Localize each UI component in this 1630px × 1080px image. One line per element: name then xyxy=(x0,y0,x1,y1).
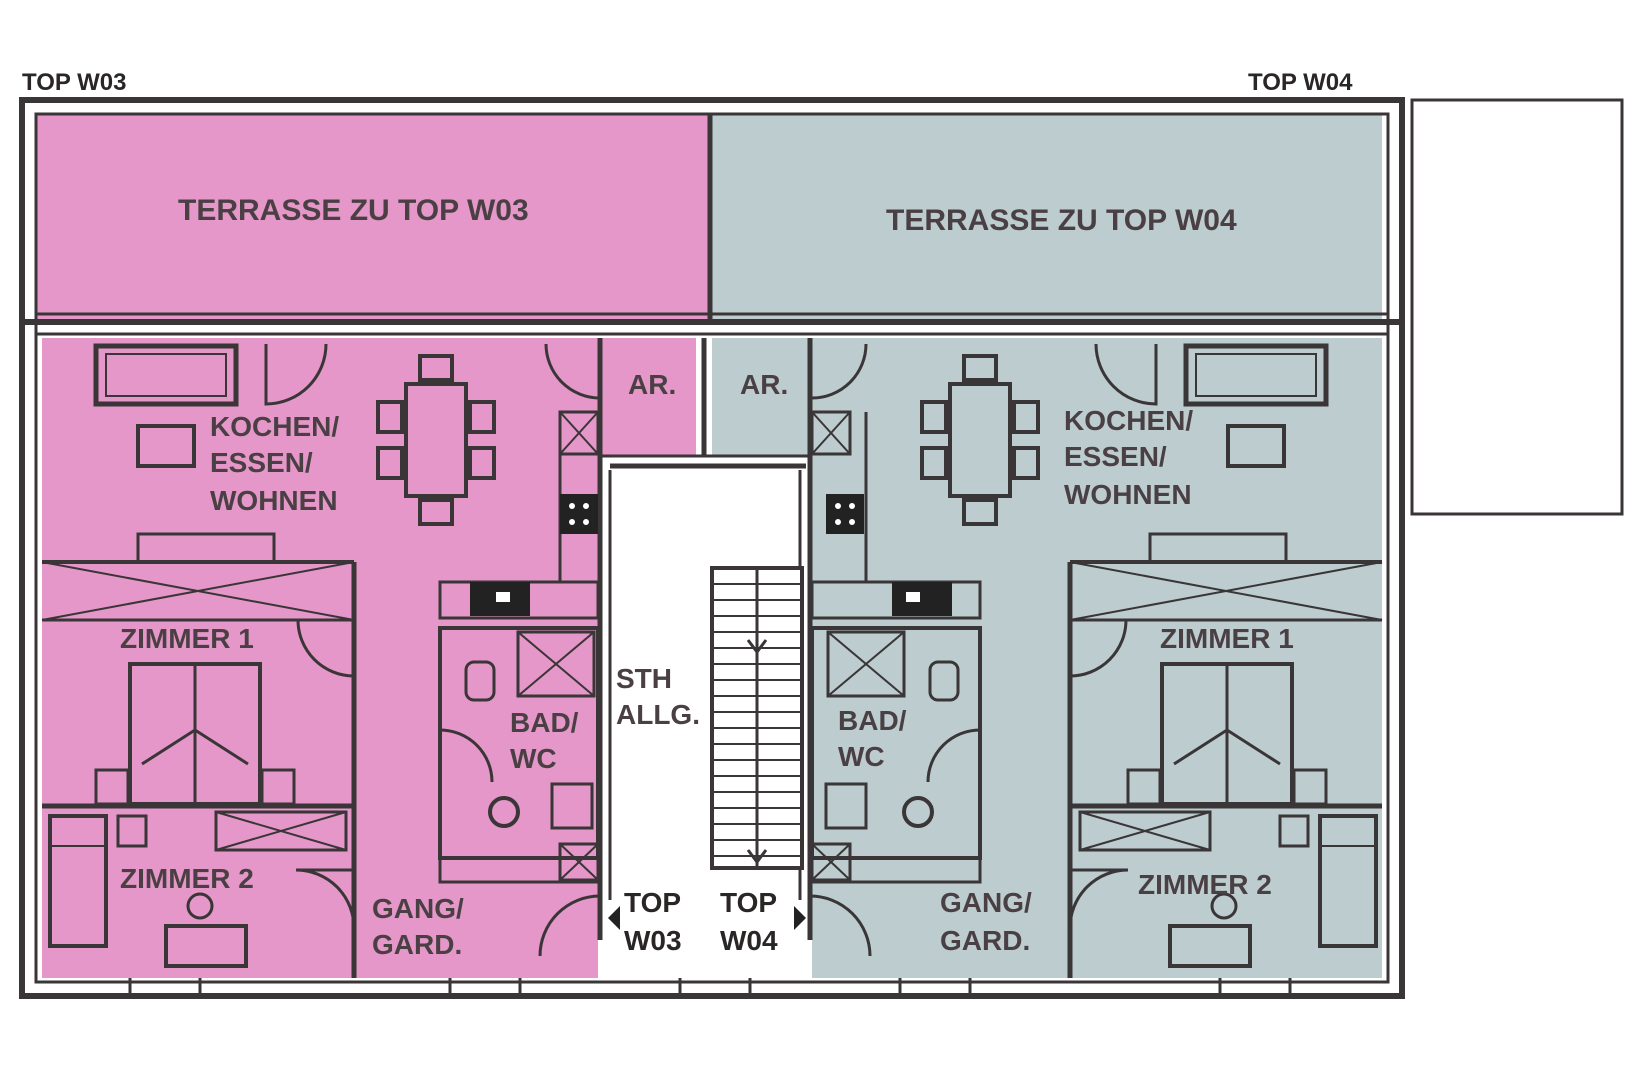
kitchen-label-w04-2: ESSEN/ xyxy=(1064,441,1167,472)
entry-arrow-icon xyxy=(794,906,806,930)
outer-wall xyxy=(19,97,1405,999)
bath-label-w04-1: BAD/ xyxy=(838,705,907,736)
side-table-w04 xyxy=(1226,424,1286,468)
storage-label-w03: AR. xyxy=(628,369,676,400)
stairwell-label-1: STH xyxy=(616,663,672,694)
unit-label-w04: TOP W04 xyxy=(1248,69,1353,96)
sink-icon xyxy=(470,582,530,616)
terrace-label-w04: TERRASSE ZU TOP W04 xyxy=(886,204,1237,237)
terrace-label-w03: TERRASSE ZU TOP W03 xyxy=(178,194,529,227)
adjacent-terrace-box xyxy=(1410,98,1624,516)
entry-label-w04-2: W04 xyxy=(720,925,778,956)
toilet-icon xyxy=(464,660,594,830)
dining-table-icon xyxy=(376,354,496,526)
hall-label-w04-1: GANG/ xyxy=(940,887,1032,918)
kitchen-label-w03-1: KOCHEN/ xyxy=(210,411,339,442)
shower-icon xyxy=(516,630,596,698)
kitchen-label-w04-3: WOHNEN xyxy=(1064,479,1192,510)
side-table-w03 xyxy=(136,424,196,468)
bath-label-w04-2: WC xyxy=(838,741,885,772)
window-marks xyxy=(128,978,1292,996)
bed-icon xyxy=(94,662,296,806)
unit-label-w03: TOP W03 xyxy=(22,69,126,96)
entry-label-w04-1: TOP xyxy=(720,887,777,918)
room2-label-w04: ZIMMER 2 xyxy=(1138,869,1272,900)
room2-label-w03: ZIMMER 2 xyxy=(120,863,254,894)
entry-lobby-area xyxy=(600,880,808,978)
shower-icon xyxy=(826,630,906,698)
terrace-w04-area xyxy=(712,114,1382,320)
stove-icon xyxy=(826,494,864,534)
bath-label-w03-1: BAD/ xyxy=(510,707,579,738)
hall-label-w04-2: GARD. xyxy=(940,925,1030,956)
storage-label-w04: AR. xyxy=(740,369,788,400)
kitchen-label-w04-1: KOCHEN/ xyxy=(1064,405,1193,436)
entry-arrow-icon xyxy=(608,906,620,930)
hall-label-w03-1: GANG/ xyxy=(372,893,464,924)
bed-icon xyxy=(48,810,348,968)
kitchen-label-w03-3: WOHNEN xyxy=(210,485,338,516)
entry-label-w03-1: TOP xyxy=(624,887,681,918)
dining-table-icon xyxy=(920,354,1040,526)
entry-label-w03-2: W03 xyxy=(624,925,682,956)
toilet-icon xyxy=(824,660,960,830)
bed-icon xyxy=(1126,662,1328,806)
room1-label-w03: ZIMMER 1 xyxy=(120,623,254,654)
bed-icon xyxy=(1078,810,1378,968)
stairwell-label-2: ALLG. xyxy=(616,699,700,730)
hall-label-w03-2: GARD. xyxy=(372,929,462,960)
terrace-frame xyxy=(34,112,1390,316)
door-swing-icon xyxy=(264,343,601,957)
stairs-icon xyxy=(710,566,804,870)
stove-icon xyxy=(560,494,598,534)
sofa-w03 xyxy=(93,343,239,407)
storage-w04-area xyxy=(712,338,810,456)
storage-w03-area xyxy=(600,338,696,456)
bath-label-w03-2: WC xyxy=(510,743,557,774)
sink-icon xyxy=(892,582,952,616)
door-swing-icon xyxy=(809,343,1158,957)
terrace-w03-area xyxy=(36,114,708,320)
room1-label-w04: ZIMMER 1 xyxy=(1160,623,1294,654)
kitchen-label-w03-2: ESSEN/ xyxy=(210,447,313,478)
sofa-w04 xyxy=(1183,343,1329,407)
